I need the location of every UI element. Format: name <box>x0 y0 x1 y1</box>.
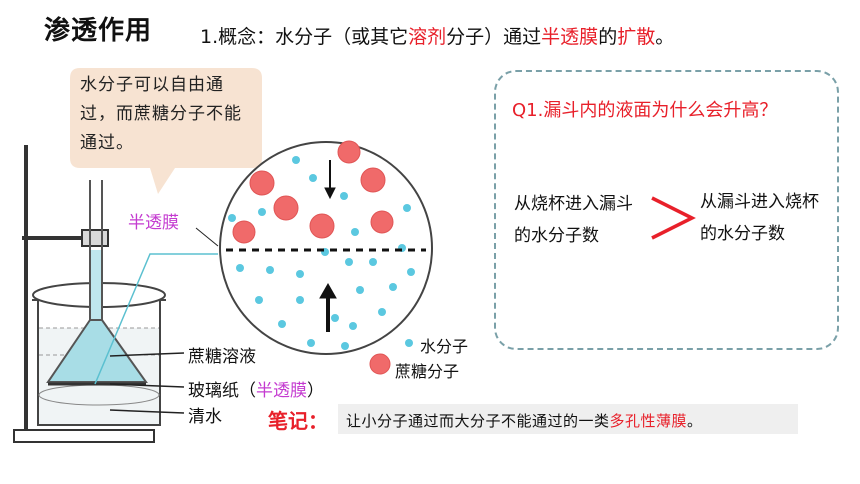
sucrose-molecules <box>232 140 394 244</box>
speech-bubble <box>70 68 262 194</box>
cellophane-label: 玻璃纸（半透膜） <box>188 376 324 401</box>
compare-left-text: 从烧杯进入漏斗的水分子数 <box>514 194 633 246</box>
magnify-connector <box>94 227 219 385</box>
cellophane-text: 玻璃纸（ <box>188 381 256 401</box>
sucrose-solution-label: 蔗糖溶液 <box>188 347 256 367</box>
legend-sugar-marker <box>369 353 391 375</box>
legend-water-marker <box>405 339 413 347</box>
page-title: 渗透作用 <box>44 16 153 46</box>
concept-membrane: 半透膜 <box>541 26 599 48</box>
question-text: Q1.漏斗内的液面为什么会升高？ <box>512 100 778 121</box>
membrane-label: 半透膜 <box>128 213 179 233</box>
concept-diffusion: 扩散 <box>617 26 656 48</box>
cellophane-close: ） <box>307 381 324 401</box>
question-box <box>494 70 839 350</box>
concept-line: 1.概念：水分子（或其它溶剂分子）通过半透膜的扩散。 <box>200 22 674 49</box>
legend-water-label: 水分子 <box>420 337 469 356</box>
concept-mid2: 的 <box>598 26 618 48</box>
note-label: 笔记： <box>268 409 328 433</box>
arrow-down-icon <box>324 160 336 200</box>
concept-mid1: 分子）通过 <box>446 26 542 48</box>
note-box <box>338 404 798 434</box>
note-text-prefix: 让小分子通过而大分子不能通过的一类 <box>346 412 610 430</box>
note-text-highlight: 多孔性薄膜 <box>609 412 688 430</box>
concept-solvent: 溶剂 <box>408 26 447 48</box>
magnified-view <box>219 140 433 355</box>
arrow-up-icon <box>319 282 337 332</box>
concept-prefix: 1.概念：水分子（或其它 <box>200 26 409 48</box>
clear-water-label: 清水 <box>188 407 222 427</box>
cellophane-membrane-text: 半透膜 <box>256 381 307 401</box>
speech-bubble-text: 水分子可以自由通过，而蔗糖分子不能通过。 <box>80 75 242 153</box>
funnel <box>46 180 148 386</box>
note-text-suffix: 。 <box>687 412 703 430</box>
greater-than-icon <box>651 196 696 240</box>
compare-right-text: 从漏斗进入烧杯的水分子数 <box>700 192 819 244</box>
note-text: 让小分子通过而大分子不能通过的一类多孔性薄膜。 <box>346 410 703 431</box>
label-pointers <box>109 352 185 414</box>
legend-sugar-label: 蔗糖分子 <box>395 362 460 381</box>
concept-suffix: 。 <box>655 26 675 48</box>
ring-stand <box>13 145 155 443</box>
